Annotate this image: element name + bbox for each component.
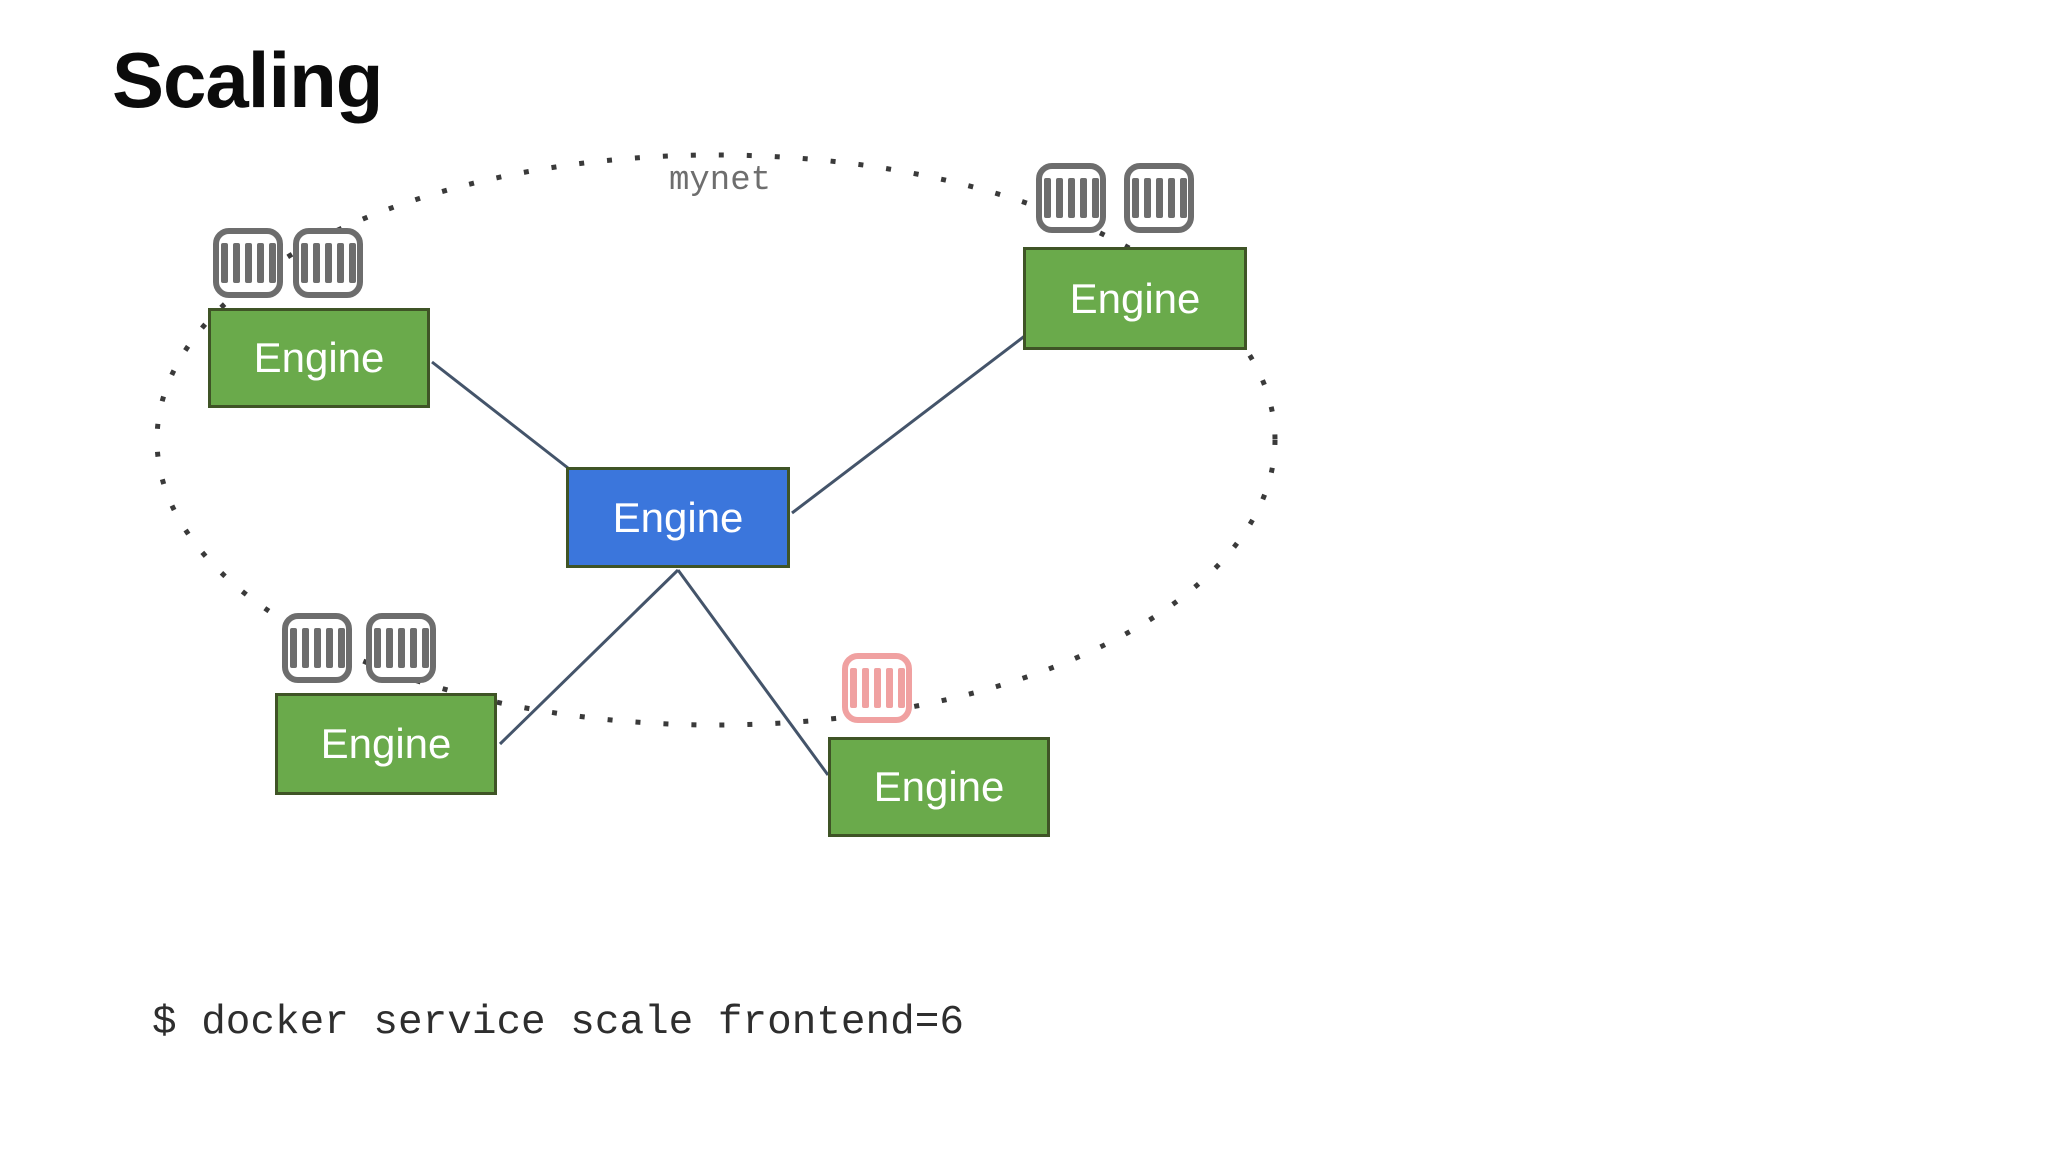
container-icon: [293, 228, 363, 298]
container-bar: [861, 668, 869, 708]
container-bar: [1067, 178, 1075, 218]
container-bar: [325, 628, 333, 668]
container-bar: [1155, 178, 1163, 218]
link-topleft-to-center: [431, 360, 569, 470]
container-bar: [220, 243, 228, 283]
engine-box-center: Engine: [566, 467, 790, 568]
container-bar: [289, 628, 297, 668]
container-bar: [1143, 178, 1151, 218]
container-bar: [348, 243, 356, 283]
network-boundary-ellipse: [154, 152, 1278, 728]
container-icons-bottom-left: [282, 613, 436, 683]
container-bar: [1179, 178, 1187, 218]
container-bar: [409, 628, 417, 668]
container-icon: [1036, 163, 1106, 233]
container-bar: [336, 243, 344, 283]
container-bar: [1043, 178, 1051, 218]
engine-box-top-right: Engine: [1023, 247, 1247, 350]
container-bar: [885, 668, 893, 708]
container-bar: [300, 243, 308, 283]
container-bar: [301, 628, 309, 668]
container-icon: [282, 613, 352, 683]
container-bar: [873, 668, 881, 708]
link-center-to-bottomcenter: [676, 569, 830, 776]
container-bar: [337, 628, 345, 668]
container-bar: [849, 668, 857, 708]
container-icons-bottom-center: [842, 653, 912, 723]
container-bar: [1091, 178, 1099, 218]
engine-label: Engine: [873, 763, 1005, 810]
engine-box-bottom-center: Engine: [828, 737, 1050, 837]
container-bar: [313, 628, 321, 668]
slide-title: Scaling: [112, 36, 383, 124]
engine-box-top-left: Engine: [208, 308, 430, 408]
container-icon: [1124, 163, 1194, 233]
container-bar: [897, 668, 905, 708]
link-center-to-topright: [791, 333, 1027, 515]
container-icons-top-left: [213, 228, 363, 298]
terminal-command: $ docker service scale frontend=6: [152, 1000, 964, 1046]
container-bar: [385, 628, 393, 668]
engine-label: Engine: [320, 720, 452, 767]
container-icon: [213, 228, 283, 298]
link-center-to-bottomleft: [498, 568, 680, 746]
engine-label: Engine: [253, 334, 385, 381]
container-bar: [312, 243, 320, 283]
container-bar: [397, 628, 405, 668]
container-bar: [232, 243, 240, 283]
container-bar: [1167, 178, 1175, 218]
container-bar: [268, 243, 276, 283]
engine-label: Engine: [612, 493, 744, 541]
engine-label: Engine: [1069, 274, 1201, 322]
network-label: mynet: [668, 162, 772, 200]
engine-box-bottom-left: Engine: [275, 693, 497, 795]
container-bar: [256, 243, 264, 283]
container-bar: [1131, 178, 1139, 218]
container-bar: [244, 243, 252, 283]
container-icon: [842, 653, 912, 723]
container-bar: [1079, 178, 1087, 218]
container-icons-top-right: [1036, 163, 1194, 233]
container-bar: [373, 628, 381, 668]
container-bar: [1055, 178, 1063, 218]
container-bar: [421, 628, 429, 668]
container-icon: [366, 613, 436, 683]
container-bar: [324, 243, 332, 283]
